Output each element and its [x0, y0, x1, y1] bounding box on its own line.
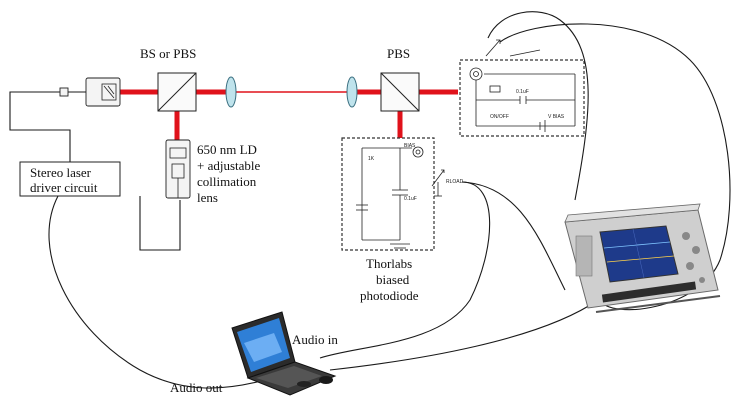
- audio-in-label: Audio in: [292, 332, 338, 347]
- ld-label-line3: collimation: [197, 174, 257, 189]
- top-laser-circuit: ON/OFF V BIAS 0.1uF: [459, 39, 585, 137]
- wires: [9, 11, 731, 389]
- laptop-icon: [231, 311, 337, 396]
- oscilloscope-icon: [564, 203, 721, 313]
- ld-label-line4: lens: [197, 190, 218, 205]
- wire-photodiode-scope: [461, 181, 566, 291]
- svg-text:1K: 1K: [368, 156, 375, 162]
- photodiode-label-line1: Thorlabs: [366, 256, 412, 271]
- svg-text:V BIAS: V BIAS: [548, 114, 565, 120]
- bs-label: BS or PBS: [140, 46, 196, 61]
- photodiode-label-line3: photodiode: [360, 288, 419, 303]
- svg-text:ON/OFF: ON/OFF: [490, 114, 509, 120]
- laser-module-1: [59, 77, 121, 107]
- beam-splitter-cube: [157, 72, 197, 112]
- photodiode-circuit: 1K 0.1uF BIAS RLOAD: [341, 137, 464, 251]
- wire-driver-audio-out: [48, 195, 266, 389]
- wire-circuit-scope-a: [487, 11, 589, 201]
- driver-label-line2: driver circuit: [30, 180, 98, 195]
- wire-laser1-driver: [9, 91, 86, 162]
- wire-photodiode-audio-in: [319, 181, 491, 359]
- wire-scope-laptop: [329, 299, 599, 371]
- lens-1: [225, 76, 237, 108]
- pbs-label: PBS: [387, 46, 410, 61]
- ld-650nm-module: [165, 139, 191, 199]
- audio-out-label: Audio out: [170, 380, 223, 395]
- stereo-laser-driver-box: [19, 161, 121, 197]
- ld-label-line1: 650 nm LD: [197, 142, 257, 157]
- photodiode-label-line2: biased: [376, 272, 410, 287]
- wire-ld-driver: [139, 196, 181, 251]
- lens-2: [346, 76, 358, 108]
- svg-text:0.1uF: 0.1uF: [404, 196, 417, 202]
- driver-label-line1: Stereo laser: [30, 165, 92, 180]
- ld-label-line2: + adjustable: [197, 158, 261, 173]
- svg-text:RLOAD: RLOAD: [446, 179, 464, 185]
- svg-text:BIAS: BIAS: [404, 143, 416, 149]
- polarizing-beam-splitter: [380, 72, 420, 112]
- svg-text:0.1uF: 0.1uF: [516, 89, 529, 95]
